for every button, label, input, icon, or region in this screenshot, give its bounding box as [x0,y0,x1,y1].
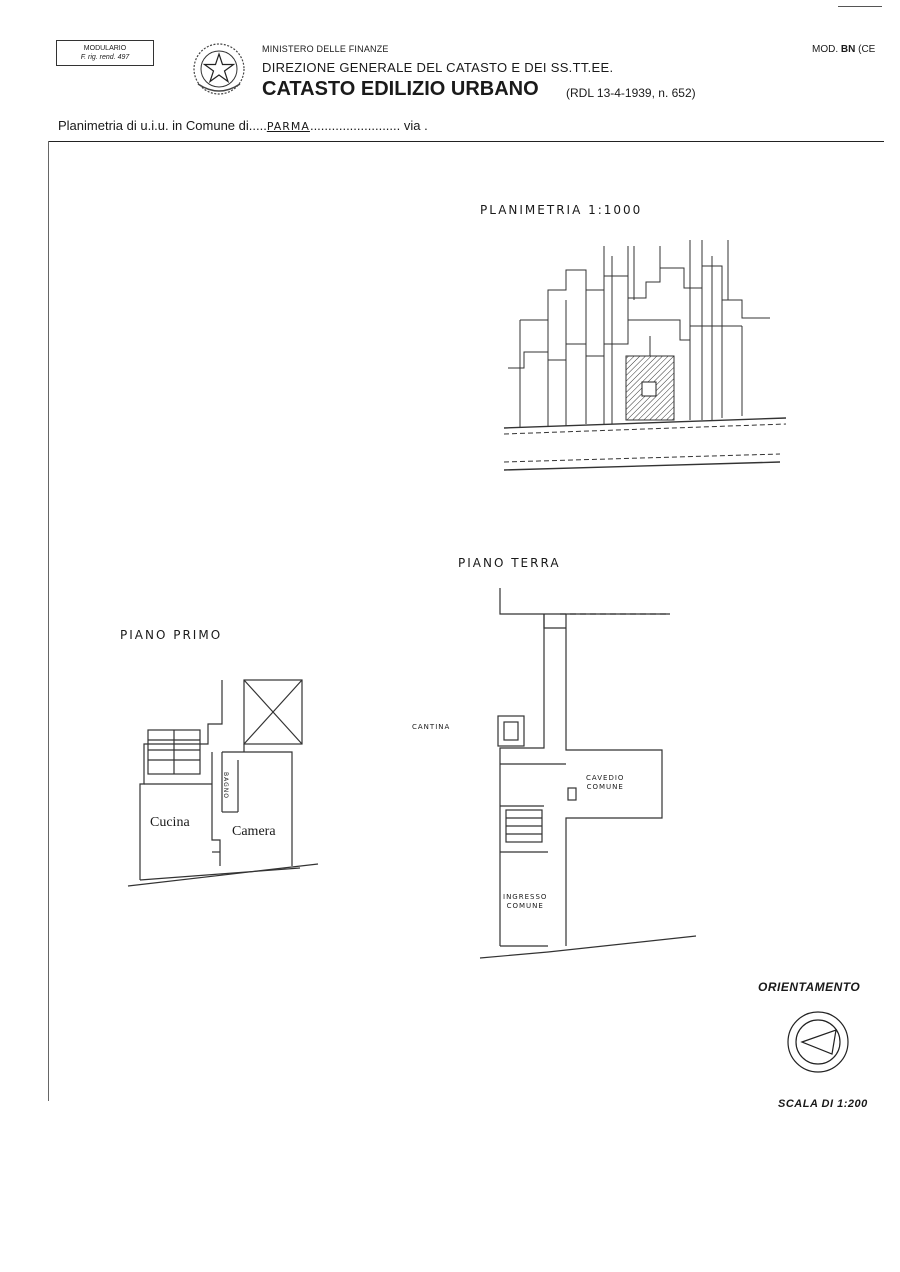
modulario-box: MODULARIO F. rig. rend. 497 [56,40,154,66]
cavedio-line2: COMUNE [586,783,624,791]
cavedio-line1: CAVEDIO [586,774,625,782]
plan-dots: ......................... [309,118,401,133]
orientation-label: ORIENTAMENTO [758,980,861,994]
bagno-label: BAGNO [222,772,229,799]
north-arrow-icon [787,1011,849,1073]
model-suffix: (CE [858,44,876,55]
model-code-bold: BN [840,44,856,55]
via-label: via . [403,118,428,133]
cavedio-label: CAVEDIO COMUNE [586,774,624,792]
ground-floor-label: PIANO TERRA [458,556,561,570]
corner-mark [838,6,882,7]
plan-location-line: Planimetria di u.i.u. in Comune di.....P… [58,118,428,133]
scale-label: SCALA DI 1:200 [778,1098,868,1110]
first-floor-label: PIANO PRIMO [120,628,223,642]
model-prefix: MOD. [812,44,839,55]
ingresso-label: INGRESSO COMUNE [503,893,547,911]
frame-left-border [48,141,49,1101]
plan-prefix: Planimetria di u.i.u. in Comune di..... [58,118,267,133]
ingresso-line2: COMUNE [506,902,544,910]
camera-label: Camera [232,824,276,839]
ministry-label: MINISTERO DELLE FINANZE [262,44,389,54]
cantina-label: CANTINA [412,723,451,731]
modulario-line1: MODULARIO [83,45,127,52]
ground-floor-plan [479,588,697,959]
document-title: CATASTO EDILIZIO URBANO [262,78,539,100]
site-plan-label: PLANIMETRIA 1:1000 [480,203,643,217]
republic-emblem-icon [190,40,248,98]
site-plan [503,240,787,471]
direction-label: DIREZIONE GENERALE DEL CATASTO E DEI SS.… [262,60,614,75]
modulario-line2: F. rig. rend. 497 [80,54,130,61]
first-floor-plan [127,679,319,887]
title-reference: (RDL 13-4-1939, n. 652) [566,86,696,100]
cucina-label: Cucina [150,815,190,830]
model-code: MOD. BN (CE [812,44,875,55]
ingresso-line1: INGRESSO [503,893,548,901]
frame-top-border [48,141,884,142]
comune-value: PARMA [266,120,310,133]
